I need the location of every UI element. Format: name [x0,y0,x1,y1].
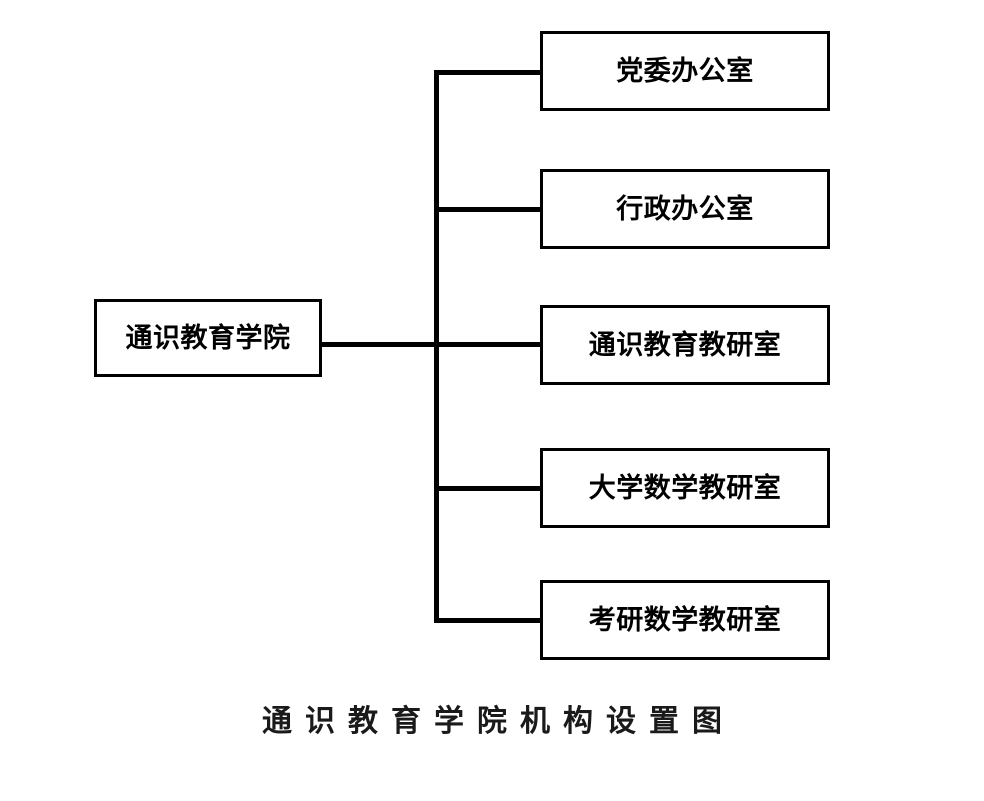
org-node-child-4: 大学数学教研室 [540,448,830,528]
connector-branch-general-education-office [434,342,541,347]
connector-branch-postgrad-math-office [434,618,541,623]
org-node-child-5: 考研数学教研室 [540,580,830,660]
org-node-child-1-label: 党委办公室 [616,55,754,87]
org-node-child-5-label: 考研数学教研室 [588,604,782,636]
org-node-child-1: 党委办公室 [540,31,830,111]
org-node-child-3-label: 通识教育教研室 [588,329,782,361]
connector-branch-college-math-office [434,486,541,491]
connector-branch-party-committee-office [434,70,541,75]
org-node-child-2: 行政办公室 [540,169,830,249]
org-node-child-4-label: 大学数学教研室 [588,472,782,504]
org-node-root: 通识教育学院 [94,299,322,377]
connector-root-stem [322,342,439,347]
chart-caption: 通识教育学院机构设置图 [262,704,735,739]
org-node-root-label: 通识教育学院 [125,322,291,354]
connector-branch-administrative-office [434,207,541,212]
org-node-child-2-label: 行政办公室 [616,193,754,225]
org-node-child-3: 通识教育教研室 [540,305,830,385]
